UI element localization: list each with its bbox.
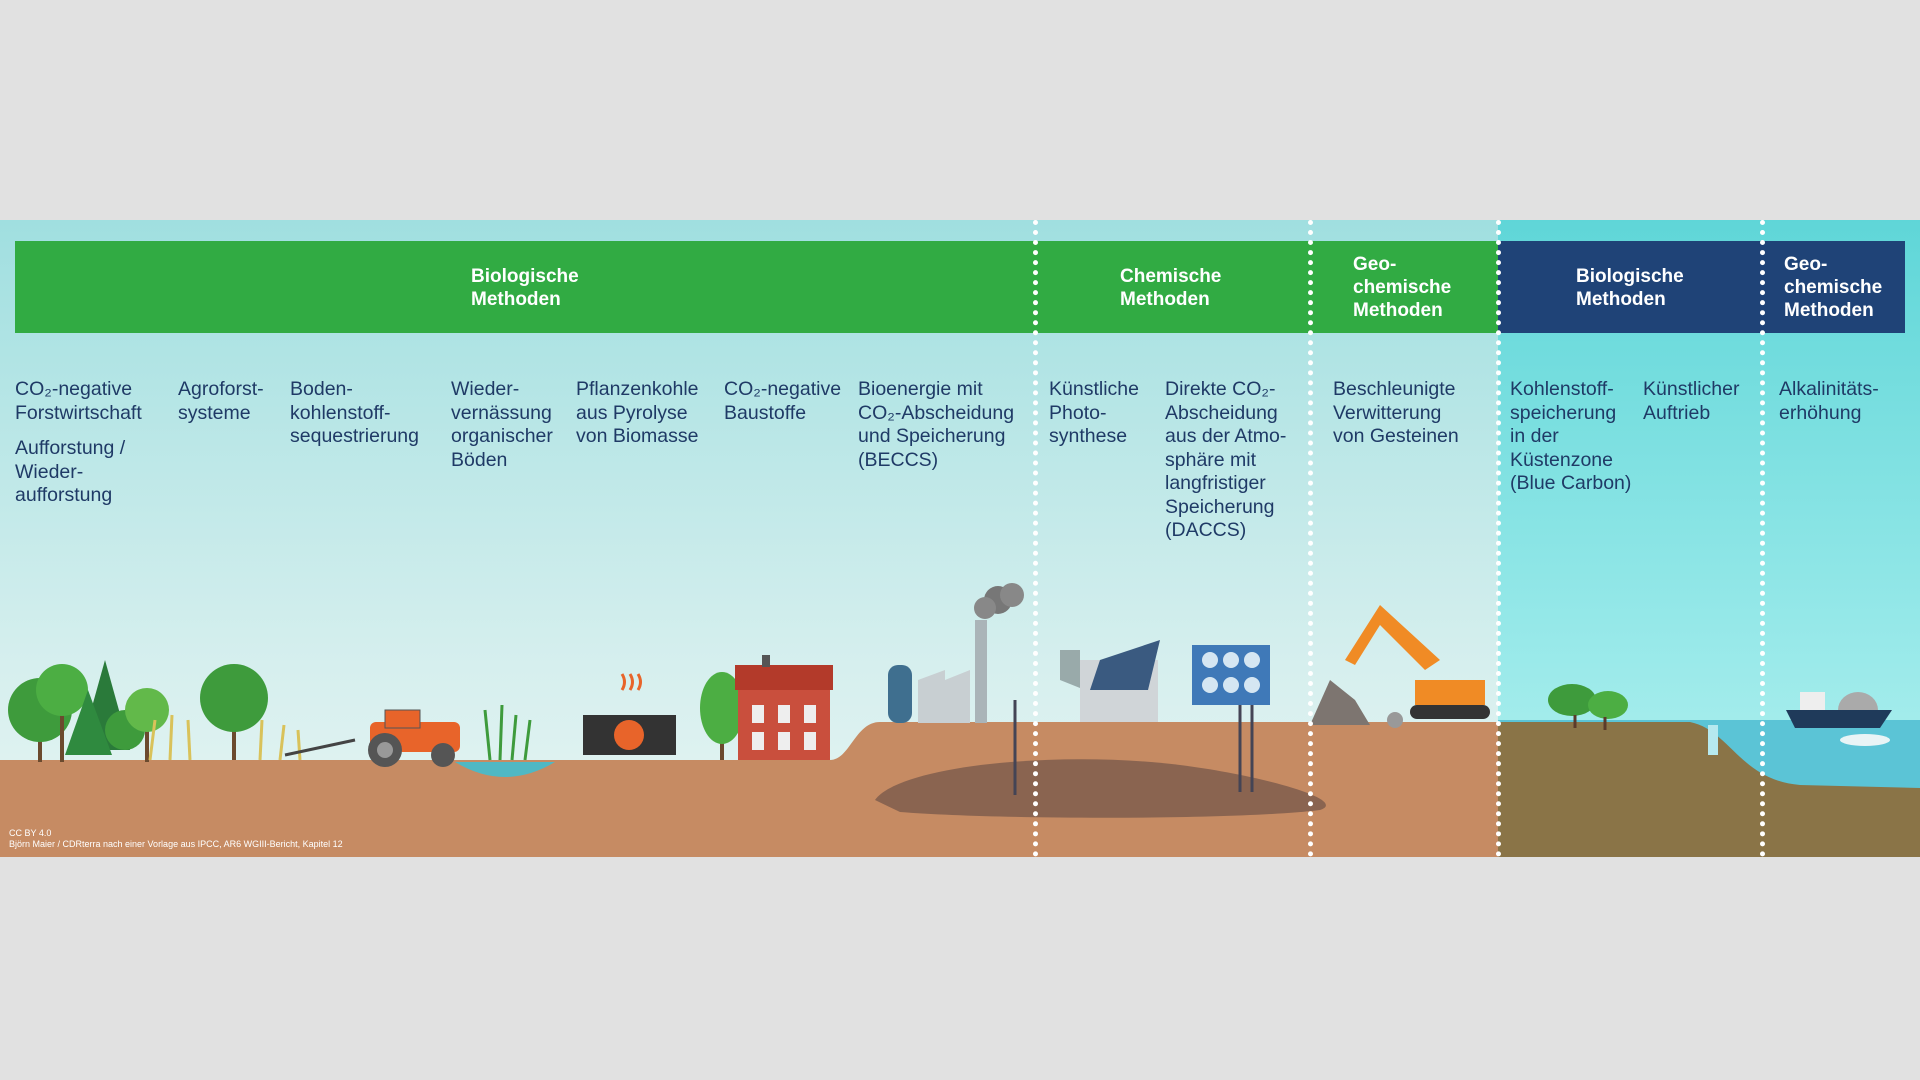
ground — [0, 722, 1498, 857]
method-building-materials: CO₂-negative Baustoffe — [724, 378, 842, 424]
wheat-field — [148, 714, 302, 761]
method-soil-carbon: Boden- kohlenstoff- sequestrierung — [290, 378, 419, 447]
credit-text: Björn Maier / CDRterra nach einer Vorlag… — [9, 839, 343, 849]
wooden-house — [735, 655, 833, 760]
landscape-illustration — [0, 583, 1920, 857]
group-label-geochemical-ocean: Geo- chemische Methoden — [1784, 254, 1883, 321]
method-blue-carbon: Kohlenstoff- speicherung in der Küstenzo… — [1510, 378, 1632, 494]
pyrolysis-kiln — [583, 673, 676, 755]
dac-fan-unit — [1192, 645, 1270, 792]
license-text: CC BY 4.0 — [9, 828, 52, 838]
method-ocean-alkalinity: Alkalinitäts- erhöhung — [1779, 378, 1879, 424]
co2-storage-reservoir — [875, 759, 1326, 818]
section-divider — [1760, 220, 1765, 857]
method-artificial-upwelling: Künstlicher Auftrieb — [1643, 378, 1740, 424]
sea-floor — [1498, 722, 1920, 857]
cdr-methods-infographic: Biologische Methoden Chemische Methoden … — [0, 220, 1920, 857]
section-divider — [1308, 220, 1313, 857]
method-daccs: Direkte CO₂- Abscheidung aus der Atmo- s… — [1165, 378, 1287, 541]
header-band-blue — [1498, 241, 1905, 333]
header-band-green — [15, 241, 1498, 333]
wetland-pond — [455, 762, 555, 777]
section-divider — [1496, 220, 1501, 857]
method-artificial-photosynthesis: Künstliche Photo- synthese — [1049, 378, 1139, 447]
method-agroforestry: Agroforst- systeme — [178, 378, 264, 424]
section-divider — [1033, 220, 1038, 857]
beccs-power-plant — [888, 583, 1024, 795]
reeds — [483, 704, 532, 761]
method-biochar: Pflanzenkohle aus Pyrolyse von Biomasse — [576, 378, 699, 447]
group-label-biological-ocean: Biologische Methoden — [1576, 266, 1684, 310]
method-afforestation: Aufforstung / Wieder- aufforstung — [15, 437, 126, 506]
group-label-geochemical-land: Geo- chemische Methoden — [1353, 254, 1452, 321]
ship-illustration — [1786, 692, 1892, 746]
forest-trees — [8, 660, 744, 762]
group-label-biological-land: Biologische Methoden — [471, 266, 579, 310]
method-co2-negative-forestry: CO₂-negative Forstwirtschaft — [15, 378, 142, 424]
group-label-chemical: Chemische Methoden — [1120, 266, 1222, 310]
method-peatland-rewetting: Wieder- vernässung organischer Böden — [451, 378, 553, 471]
method-enhanced-weathering: Beschleunigte Verwitterung von Gesteinen — [1333, 378, 1459, 447]
artificial-photosynthesis-unit — [1060, 640, 1160, 722]
mangrove-trees — [1548, 684, 1628, 730]
method-beccs: Bioenergie mit CO₂-Abscheidung und Speic… — [858, 378, 1015, 471]
tractor-illustration — [284, 709, 460, 767]
excavator-rocks — [1310, 605, 1490, 728]
upwelling-pipe — [1708, 725, 1718, 755]
